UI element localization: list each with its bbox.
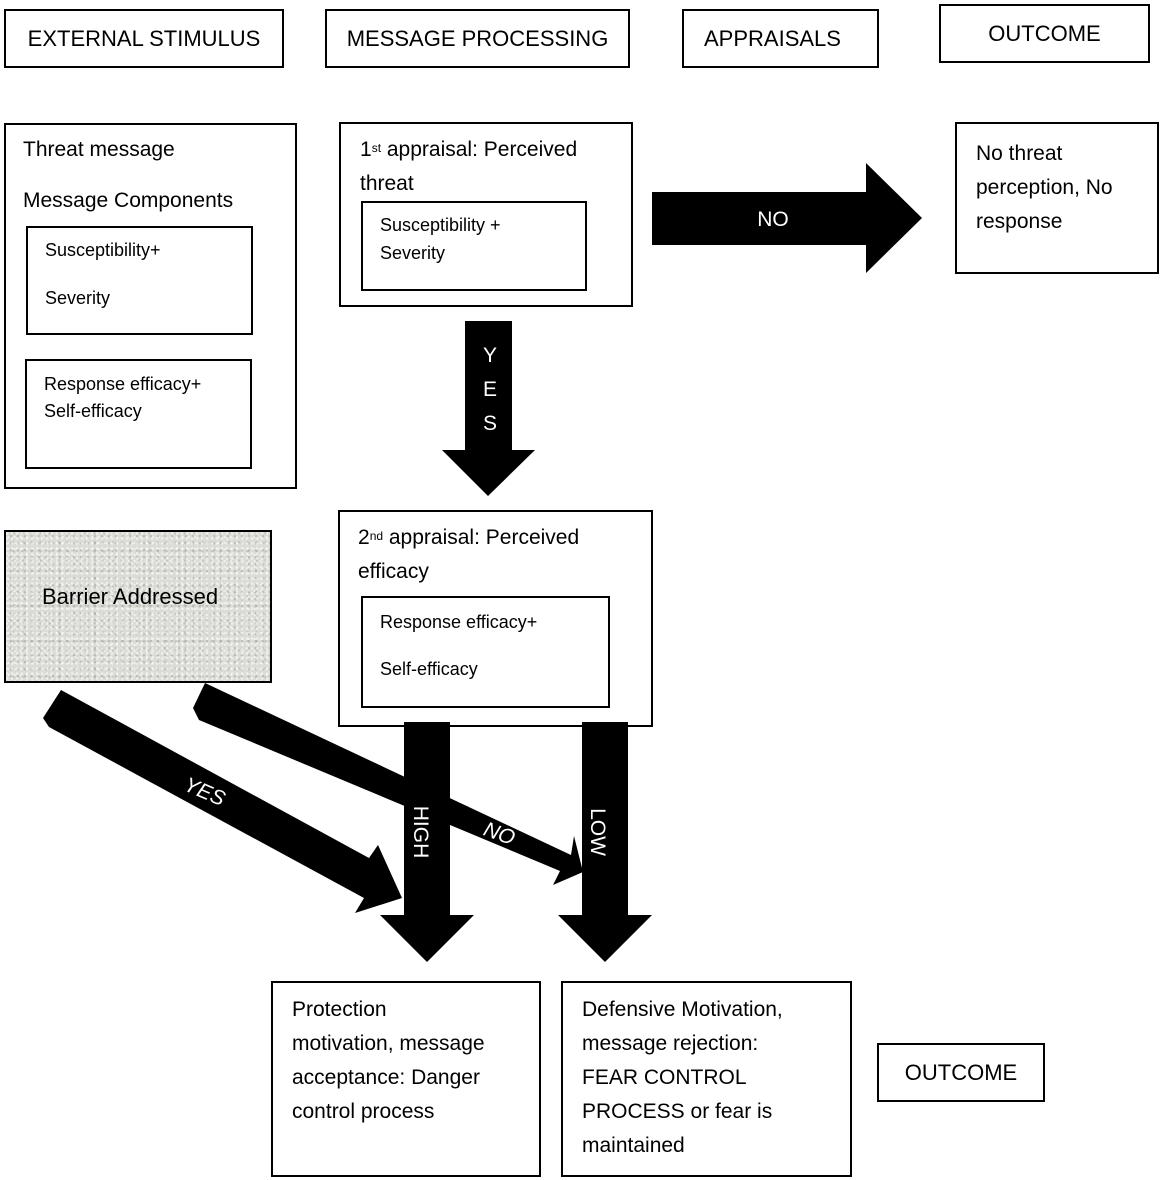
header-outcome: OUTCOME <box>939 4 1150 63</box>
header-appraisals-label: APPRAISALS <box>704 25 841 51</box>
yes-diagonal-arrow <box>43 690 402 913</box>
severity-label: Severity <box>45 288 111 308</box>
defensive-line5: maintained <box>582 1134 685 1157</box>
header-outcome-label: OUTCOME <box>988 20 1101 46</box>
protection-line2: motivation, message <box>292 1032 485 1055</box>
no-diagonal-arrow <box>193 683 583 885</box>
second-appraisal-self-efficacy: Self-efficacy <box>380 659 478 679</box>
barrier-addressed-label: Barrier Addressed <box>42 584 219 609</box>
threat-message-title: Threat message <box>23 138 175 161</box>
protection-line4: control process <box>292 1100 435 1123</box>
header-external-stimulus: EXTERNAL STIMULUS <box>4 9 284 68</box>
header-appraisals: APPRAISALS <box>682 9 879 68</box>
defensive-line1: Defensive Motivation, <box>582 998 783 1021</box>
yes-arrow-label-e: E <box>483 378 497 401</box>
no-threat-outcome-box: No threat perception, No response <box>955 122 1159 274</box>
outcome-bottom-box: OUTCOME <box>877 1043 1045 1102</box>
no-arrow-right <box>652 163 922 273</box>
threat-components-box: Susceptibility+ Severity <box>26 226 253 335</box>
susceptibility-label: Susceptibility+ <box>45 240 161 260</box>
high-arrow-down <box>380 722 474 962</box>
header-external-stimulus-label: EXTERNAL STIMULUS <box>27 25 261 51</box>
outcome-bottom-label: OUTCOME <box>904 1059 1018 1085</box>
header-message-processing-label: MESSAGE PROCESSING <box>346 25 609 51</box>
first-appraisal-inner-box: Susceptibility + Severity <box>361 201 587 291</box>
defensive-line4: PROCESS or fear is <box>582 1100 773 1123</box>
low-arrow-down <box>558 722 652 962</box>
second-appraisal-inner-box: Response efficacy+ Self-efficacy <box>361 596 610 708</box>
response-efficacy-label: Response efficacy+ <box>44 374 202 394</box>
protection-line3: acceptance: Danger <box>292 1066 480 1089</box>
yes-arrow-label-s: S <box>483 412 497 435</box>
first-appraisal-box: 1st appraisal: Perceived threat Suscepti… <box>339 122 633 307</box>
no-arrow-label: NO <box>757 208 789 231</box>
first-appraisal-susceptibility: Susceptibility + <box>380 215 501 235</box>
defensive-line2: message rejection: <box>582 1032 759 1055</box>
second-appraisal-title: 2nd appraisal: Perceived efficacy <box>358 526 580 583</box>
header-message-processing: MESSAGE PROCESSING <box>325 9 630 68</box>
first-appraisal-title: 1st appraisal: Perceived threat <box>360 138 578 195</box>
defensive-motivation-box: Defensive Motivation, message rejection:… <box>561 981 852 1177</box>
defensive-line3: FEAR CONTROL <box>582 1066 747 1089</box>
no-threat-line1: No threat <box>976 142 1063 165</box>
second-appraisal-box: 2nd appraisal: Perceived efficacy Respon… <box>338 510 653 727</box>
protection-line1: Protection <box>292 998 387 1021</box>
threat-message-box: Threat message Message Components Suscep… <box>4 123 297 489</box>
high-arrow-label: HIGH <box>409 806 432 859</box>
low-arrow-label: LOW <box>586 808 609 856</box>
barrier-addressed-box: Barrier Addressed <box>4 530 272 683</box>
no-threat-line2: perception, No <box>976 176 1113 199</box>
second-appraisal-response-efficacy: Response efficacy+ <box>380 612 538 632</box>
first-appraisal-severity: Severity <box>380 243 446 263</box>
efficacy-components-box: Response efficacy+ Self-efficacy <box>25 359 252 469</box>
self-efficacy-label: Self-efficacy <box>44 401 142 421</box>
protection-motivation-box: Protection motivation, message acceptanc… <box>271 981 541 1177</box>
no-threat-line3: response <box>976 210 1063 233</box>
yes-arrow-down <box>442 321 535 496</box>
yes-arrow-label-y: Y <box>483 344 497 367</box>
message-components-title: Message Components <box>23 189 234 212</box>
